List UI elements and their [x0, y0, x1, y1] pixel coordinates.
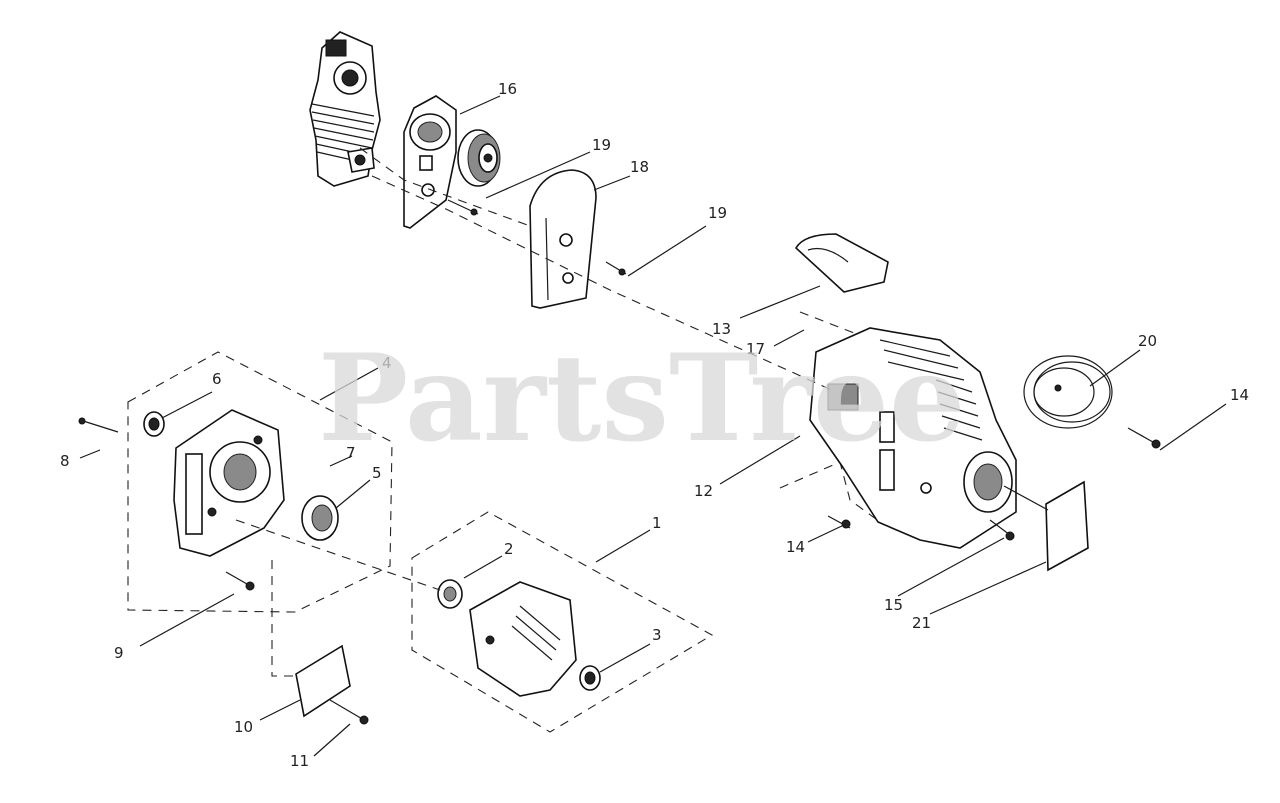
part-3-bearing: [579, 665, 601, 691]
part-crankcase-right: [469, 581, 577, 697]
callout-12: 12: [694, 482, 713, 500]
part-14-screw-b: [1127, 427, 1161, 449]
callout-3: 3: [652, 626, 662, 644]
part-10-cover-plate: [295, 644, 351, 718]
part-12-engine-housing: [809, 327, 1017, 549]
part-20-spring: [1023, 355, 1113, 429]
callout-14b: 14: [786, 538, 805, 556]
alignment-line-d: [359, 147, 531, 227]
part-crankcase-left: [173, 409, 285, 557]
callout-8: 8: [60, 452, 70, 470]
flywheel: [457, 129, 501, 187]
part-14-screw-a: [827, 515, 851, 529]
callout-7: 7: [346, 444, 356, 462]
callout-4: 4: [382, 354, 392, 372]
part-19-screw-b: [605, 261, 627, 276]
callout-14a: 14: [1230, 386, 1249, 404]
callout-2: 2: [504, 540, 514, 558]
callout-11: 11: [290, 752, 309, 770]
part-15-screw: [989, 519, 1015, 541]
callout-5: 5: [372, 464, 382, 482]
callout-1: 1: [652, 514, 662, 532]
callout-13: 13: [712, 320, 731, 338]
part-6-seal: [143, 411, 165, 437]
part-18-guard: [529, 169, 597, 309]
watermark: PartsTree: [318, 328, 965, 469]
callout-16: 17: [746, 340, 765, 358]
callout-19b: 19: [708, 204, 727, 222]
callout-18: 18: [630, 158, 649, 176]
part-11-screw: [329, 699, 369, 725]
part-13-air-filter: [794, 233, 889, 293]
engine-cylinder: [309, 31, 381, 187]
part-17-plate: [403, 95, 457, 229]
callout-6: 6: [212, 370, 222, 388]
part-8-screw: [78, 417, 119, 433]
callout-17: 16: [498, 80, 517, 98]
callout-19a: 19: [592, 136, 611, 154]
leader-lines: [79, 95, 1227, 757]
callout-15: 15: [884, 596, 903, 614]
callout-9: 9: [114, 644, 124, 662]
callout-20: 20: [1138, 332, 1157, 350]
group-box-12: [779, 461, 881, 523]
group-box-1: [411, 511, 714, 733]
part-2-seal: [437, 579, 463, 609]
alignment-line-b: [235, 519, 441, 591]
callout-10: 10: [234, 718, 253, 736]
alignment-line-c: [271, 560, 300, 677]
part-9-screw: [225, 571, 255, 591]
group-box-4: [127, 351, 393, 613]
part-21-label: [1045, 480, 1089, 572]
part-5-bearing: [301, 495, 339, 541]
alignment-line-a: [371, 175, 837, 393]
callout-21: 21: [912, 614, 931, 632]
part-19-screw-a: [447, 199, 479, 216]
